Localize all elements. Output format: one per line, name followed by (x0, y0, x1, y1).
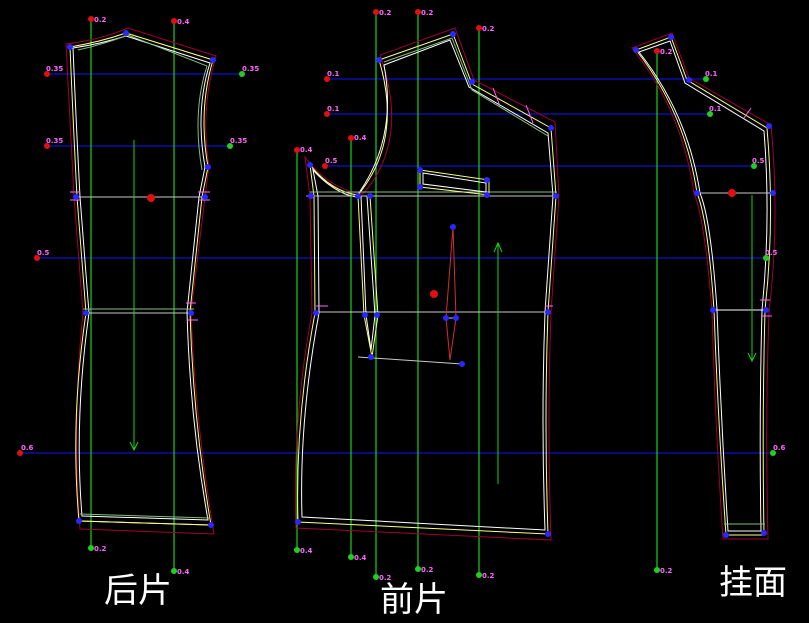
label-v-front-b-bottom: 0.2 (421, 566, 434, 574)
label-v-back-right-bottom: 0.4 (177, 568, 190, 576)
label-v-front-e-bottom: 0.4 (354, 554, 367, 562)
vertical-guides (90, 12, 658, 577)
label-h-back-2-left: 0.35 (46, 137, 63, 145)
label-v-back-left-bottom: 0.2 (94, 545, 107, 553)
label-h-front-2: 0.1 (327, 105, 340, 113)
vertex-points (67, 30, 776, 538)
label-h-back-1-right: 0.35 (242, 65, 259, 73)
label-v-front-d-top: 0.4 (300, 146, 313, 154)
back-piece (65, 27, 217, 535)
label-h-front-3: 0.5 (325, 157, 338, 165)
title-front-piece: 前片 (380, 580, 448, 620)
label-h-facing-3: 0.5 (752, 157, 765, 165)
label-h-facing-1: 0.1 (705, 70, 718, 78)
label-h-facing-2: 0.1 (709, 105, 722, 113)
label-h-back-1-left: 0.35 (46, 65, 63, 73)
centre-points (147, 189, 736, 298)
guide-endpoints (17, 9, 776, 580)
label-v-front-c-bottom: 0.2 (482, 572, 495, 580)
label-h-back-4-left: 0.6 (21, 444, 34, 452)
value-labels: 0.2 0.4 0.2 0.4 0.35 0.35 0.35 0.35 0.5 … (21, 9, 786, 582)
label-h-facing-5: 0.6 (773, 444, 786, 452)
label-v-back-right-top: 0.4 (177, 18, 190, 26)
label-v-back-left-top: 0.2 (94, 16, 107, 24)
label-v-front-e-top: 0.4 (354, 134, 367, 142)
label-v-front-b-top: 0.2 (421, 9, 434, 17)
facing-piece (631, 32, 776, 540)
title-back-piece: 后片 (104, 571, 172, 611)
label-v-front-a-top: 0.2 (379, 9, 392, 17)
title-facing-piece: 挂面 (719, 563, 787, 603)
label-h-back-3-left: 0.5 (37, 249, 50, 257)
horizontal-guides (20, 73, 776, 454)
label-v-front-a-bottom: 0.2 (379, 574, 392, 582)
label-v-facing-bottom: 0.2 (660, 567, 673, 575)
label-h-facing-4: 0.5 (765, 249, 778, 257)
label-v-front-c-top: 0.2 (482, 25, 495, 33)
label-h-front-1: 0.1 (327, 70, 340, 78)
label-v-front-d-bottom: 0.4 (300, 547, 313, 555)
label-v-facing-top: 0.2 (660, 48, 673, 56)
label-h-back-2-right: 0.35 (230, 137, 247, 145)
